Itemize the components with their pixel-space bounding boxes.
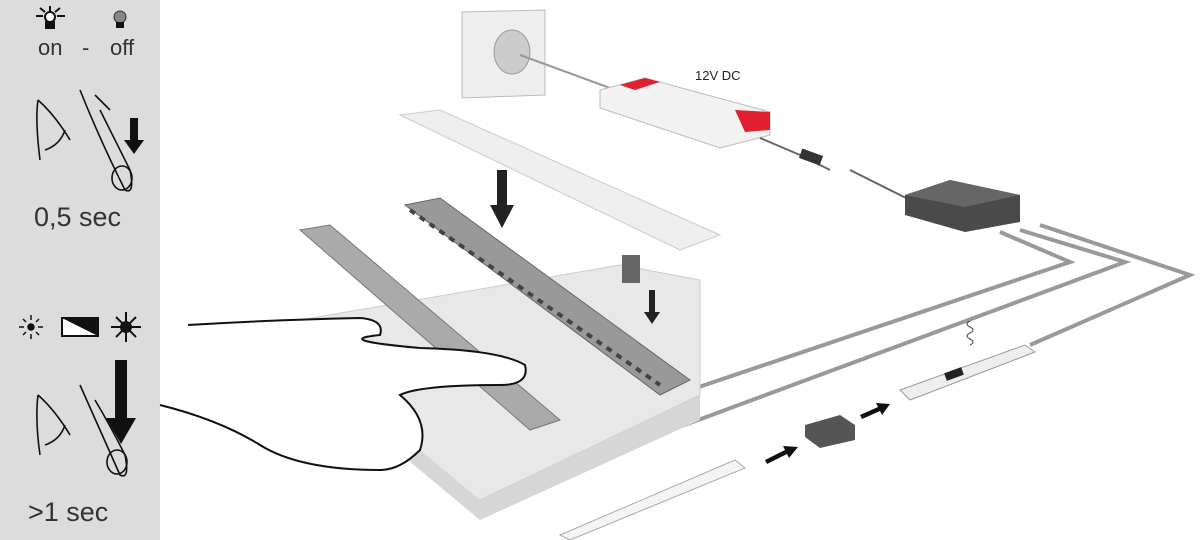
aluminium-profile-back bbox=[403, 197, 691, 396]
sensor-switch bbox=[899, 344, 1037, 401]
light-bulb-on-icon bbox=[36, 6, 65, 29]
bright-icon bbox=[111, 312, 141, 342]
off-label: off bbox=[110, 35, 135, 60]
power-supply bbox=[599, 77, 771, 149]
sensor-housing bbox=[622, 255, 640, 283]
finger-press-long-icon bbox=[36, 384, 128, 477]
on-label: on bbox=[38, 35, 63, 60]
dim-icon bbox=[19, 315, 43, 339]
arrow-right-icon bbox=[860, 403, 890, 419]
hand bbox=[159, 316, 527, 472]
led-strip bbox=[558, 459, 746, 540]
long-press-duration: >1 sec bbox=[28, 497, 109, 527]
short-press-duration: 0,5 sec bbox=[34, 202, 122, 232]
finger-press-icon bbox=[36, 89, 133, 192]
distributor-box bbox=[905, 180, 1020, 232]
diffuser-cover bbox=[398, 109, 722, 251]
press-arrow-long-icon bbox=[106, 360, 136, 444]
separator: - bbox=[82, 35, 90, 60]
arrow-down-icon bbox=[490, 170, 514, 228]
press-arrow-short-icon bbox=[124, 118, 144, 154]
connector-block bbox=[805, 415, 855, 448]
brightness-ramp-icon bbox=[61, 317, 99, 337]
light-bulb-off-icon bbox=[113, 10, 127, 28]
power-supply-label: 12V DC bbox=[695, 68, 741, 83]
arrow-down-small-icon bbox=[644, 290, 660, 324]
arrow-right-icon bbox=[765, 446, 798, 464]
wall-socket bbox=[461, 9, 546, 99]
